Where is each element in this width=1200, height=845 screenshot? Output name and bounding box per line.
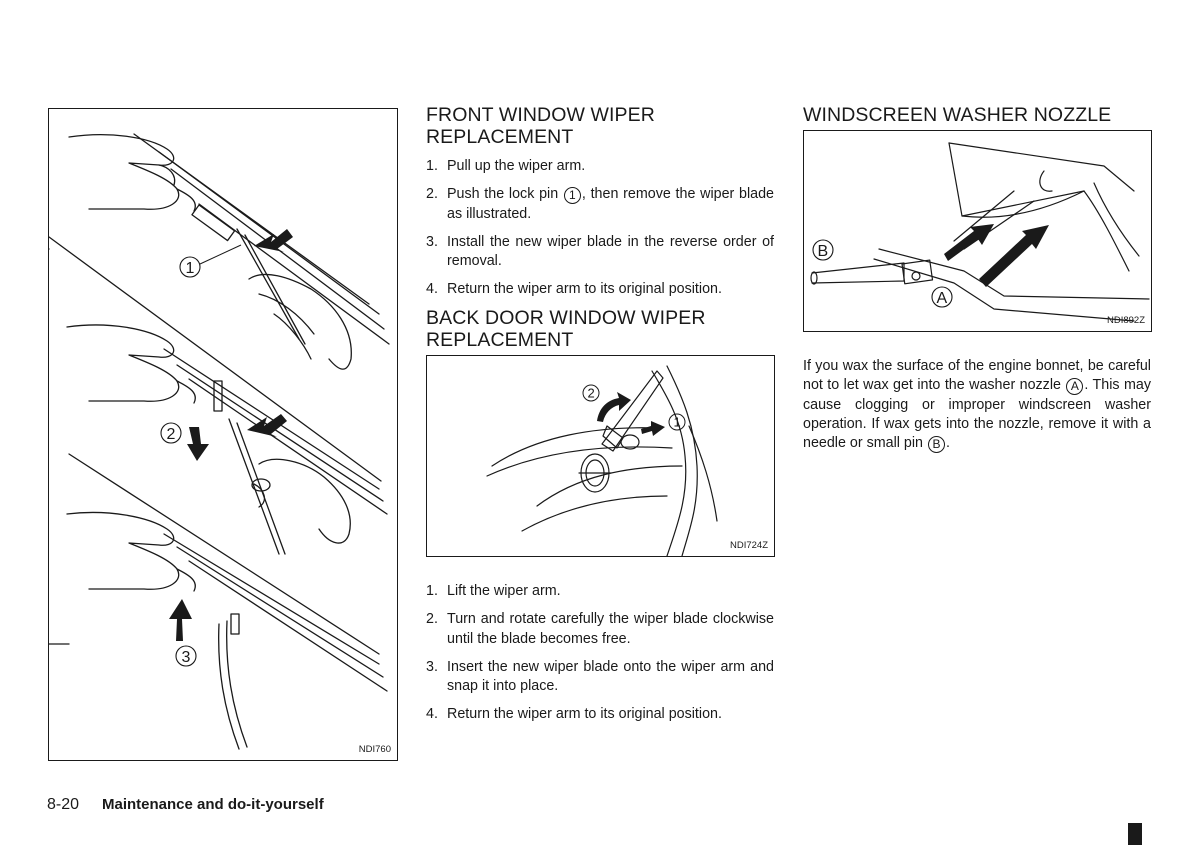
callout-3 [175, 645, 197, 667]
washer-heading: WINDSCREEN WASHER NOZZLE [803, 104, 1112, 126]
back-wiper-illustration: 2 1 NDI724Z [426, 355, 775, 557]
callout-2 [160, 422, 182, 444]
arrow-icon [247, 414, 287, 437]
list-item: 2.Turn and rotate carefully the wiper bl… [426, 611, 774, 647]
callout-ref: A [1066, 378, 1084, 396]
list-item: 4.Return the wiper arm to its original p… [426, 706, 722, 722]
page-number: 8-20 [47, 796, 80, 813]
washer-nozzle-illustration: B A NDI892Z [803, 130, 1152, 332]
washer-paragraph: If you wax the surface of the engine bon… [803, 358, 1151, 454]
callout-B-label: B [818, 243, 829, 260]
figure-code: NDI724Z [729, 540, 768, 551]
list-item: 4.Return the wiper arm to its original p… [426, 281, 722, 297]
arrow-icon [254, 229, 293, 252]
back-wiper-heading: BACK DOOR WINDOW WIPER REPLACEMENT [426, 307, 706, 351]
front-wiper-steps: 1.Pull up the wiper arm. 2.Push the lock… [426, 157, 774, 308]
hand-outline [68, 133, 180, 210]
callout-2-label: 2 [588, 386, 595, 401]
callout-3-label: 3 [182, 649, 191, 666]
back-heading-line2: REPLACEMENT [426, 329, 574, 351]
figure-code: NDI760 [358, 744, 391, 755]
callout-2 [582, 384, 600, 402]
arrow-right-icon [641, 421, 665, 436]
back-wiper-steps: 1.Lift the wiper arm. 2.Turn and rotate … [426, 582, 774, 733]
hand-outline [258, 458, 351, 544]
callout-1-label: 1 [186, 260, 195, 277]
pin [811, 262, 905, 284]
list-item: 3.Insert the new wiper blade onto the wi… [426, 658, 774, 695]
windshield-edge-line [68, 453, 380, 655]
callout-2-label: 2 [167, 426, 176, 443]
arrow-icon [944, 224, 994, 261]
section-title: Maintenance and do-it-yourself [102, 796, 324, 813]
front-heading-line1: FRONT WINDOW WIPER [426, 104, 655, 126]
front-wiper-heading: FRONT WINDOW WIPER REPLACEMENT [426, 104, 655, 148]
windshield-edge-line [49, 236, 382, 482]
washer-nozzle-drawing: B A [810, 142, 1150, 322]
callout-ref: 1 [563, 187, 581, 204]
front-wiper-illustration: 1 2 3 NDI760 [48, 108, 398, 761]
back-heading-line1: BACK DOOR WINDOW WIPER [426, 307, 706, 329]
rotate-arrow-icon [597, 392, 631, 422]
arrow-down-icon [187, 427, 209, 461]
washer-nozzle [901, 259, 934, 285]
callout-ref: B [927, 436, 945, 454]
front-wiper-drawing: 1 2 3 [49, 133, 390, 750]
wiper-arm [601, 370, 664, 452]
callout-1-label: 1 [674, 415, 681, 430]
list-item: 1.Lift the wiper arm. [426, 583, 561, 599]
hand-outline [66, 511, 180, 590]
callout-1 [179, 256, 201, 278]
back-wiper-drawing: 2 1 [486, 365, 718, 556]
hand-outline [66, 324, 180, 402]
callout-A [931, 286, 953, 308]
hand-outline [248, 273, 352, 370]
callout-1 [668, 413, 686, 431]
list-item: 2.Push the lock pin 1, then remove the w… [426, 186, 774, 222]
figure-code: NDI892Z [1106, 315, 1145, 326]
list-item: 3.Install the new wiper blade in the rev… [426, 233, 774, 270]
arrow-up-icon [169, 599, 192, 641]
callout-A-label: A [937, 290, 948, 307]
list-item: 1.Pull up the wiper arm. [426, 158, 586, 174]
thumb-tab [1128, 823, 1142, 845]
front-heading-line2: REPLACEMENT [426, 126, 574, 148]
arrow-icon [979, 225, 1049, 287]
callout-B [812, 239, 834, 261]
